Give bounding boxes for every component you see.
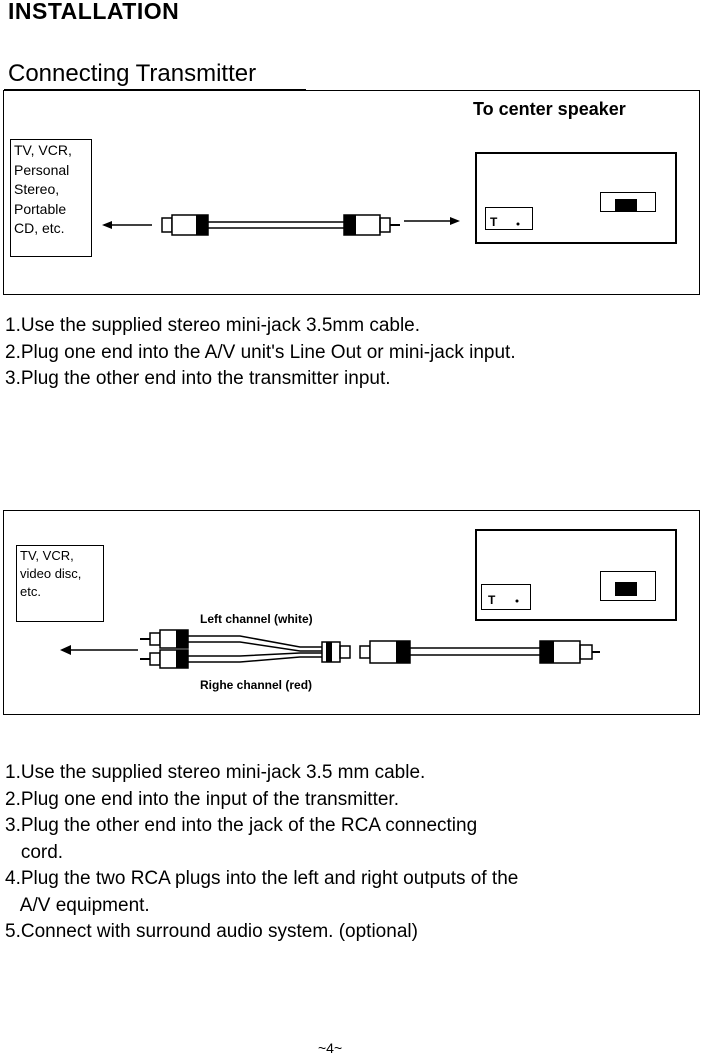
diagram-2-frame <box>3 510 700 715</box>
rca-plugs <box>140 629 351 669</box>
source-device-label: TV, VCR, Personal Stereo, Portable CD, e… <box>10 139 92 257</box>
transmitter-input-panel-2 <box>481 584 531 610</box>
step-1: 1.Use the supplied stereo mini-jack 3.5 … <box>5 762 426 783</box>
transmitter-unit-2 <box>475 529 677 621</box>
source-device-label-2: TV, VCR, video disc, etc. <box>16 545 104 622</box>
transmitter-input-panel <box>485 207 533 230</box>
transmitter-jack-panel-2 <box>600 571 656 601</box>
center-speaker-label: To center speaker <box>473 99 626 119</box>
step-3: 3.Plug the other end into the transmitte… <box>5 368 391 389</box>
step-3: 3.Plug the other end into the jack of th… <box>5 815 478 836</box>
arrow-right-icon <box>404 217 460 225</box>
transmitter-unit <box>475 152 677 244</box>
section-heading: Connecting Transmitter <box>8 60 257 87</box>
step-4: 4.Plug the two RCA plugs into the left a… <box>5 868 519 889</box>
arrow-left-icon-2 <box>60 645 138 655</box>
page-number: ~4~ <box>318 1040 343 1056</box>
step-1: 1.Use the supplied stereo mini-jack 3.5m… <box>5 315 421 336</box>
svg-text:T: T <box>490 215 498 229</box>
mini-jack-cable <box>161 214 400 236</box>
transmitter-panel-marks-2: T <box>488 582 637 607</box>
transmitter-panel-marks: T <box>490 199 637 229</box>
diagram-2-drawing: T <box>60 582 637 669</box>
diagram-1-drawing: T <box>102 199 637 236</box>
right-channel-label: Righe channel (red) <box>200 678 313 692</box>
left-channel-label: Left channel (white) <box>200 612 313 626</box>
step-2: 2.Plug one end into the A/V unit's Line … <box>5 341 516 363</box>
svg-text:T: T <box>488 593 496 607</box>
step-2: 2.Plug one end into the input of the tra… <box>5 788 399 810</box>
transmitter-jack-panel <box>600 192 656 212</box>
section-2-steps: 1.Use the supplied stereo mini-jack 3.5 … <box>5 760 518 946</box>
arrow-left-icon <box>102 221 152 229</box>
heading-underline <box>4 89 306 90</box>
page-title: INSTALLATION <box>8 0 180 24</box>
step-3-continued: cord. <box>5 841 64 863</box>
diagram-1-frame <box>3 90 700 295</box>
mini-jack-cable-2 <box>359 640 600 664</box>
section-1-steps: 1.Use the supplied stereo mini-jack 3.5m… <box>5 313 516 393</box>
step-5: 5.Connect with surround audio system. (o… <box>5 921 418 942</box>
step-4-continued: A/V equipment. <box>5 894 150 916</box>
